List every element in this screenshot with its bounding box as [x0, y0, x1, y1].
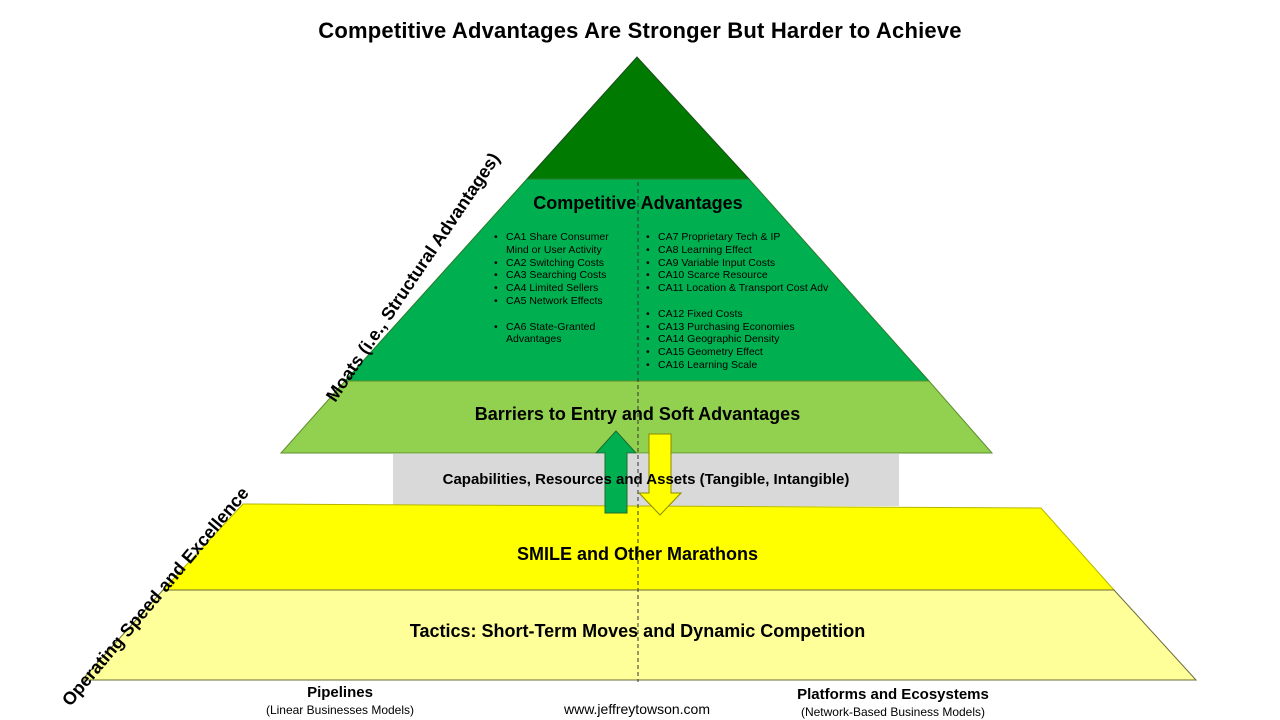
ca-list-right: CA7 Proprietary Tech & IP CA8 Learning E…	[646, 231, 846, 372]
ca-item: CA14 Geographic Density	[646, 333, 846, 346]
ca-item: CA6 State-Granted Advantages	[494, 321, 624, 347]
pipelines-subtitle: (Linear Businesses Models)	[265, 703, 415, 717]
page-title: Competitive Advantages Are Stronger But …	[318, 18, 962, 43]
platforms-title: Platforms and Ecosystems	[797, 686, 989, 703]
pyramid-apex	[525, 56, 751, 180]
capabilities-label: Capabilities, Resources and Assets (Tang…	[442, 471, 850, 488]
down-arrow	[637, 433, 683, 516]
ca-item: CA9 Variable Input Costs	[646, 257, 846, 270]
ca-item: CA16 Learning Scale	[646, 359, 846, 372]
tactics-label: Tactics: Short-Term Moves and Dynamic Co…	[409, 621, 866, 641]
pipelines-title: Pipelines	[307, 684, 373, 701]
ca-item: CA12 Fixed Costs	[646, 308, 846, 321]
ca-item: CA15 Geometry Effect	[646, 346, 846, 359]
ca-list-left: CA1 Share Consumer Mind or User Activity…	[494, 231, 624, 346]
competitive-advantages-heading: Competitive Advantages	[533, 193, 743, 213]
platforms-subtitle: (Network-Based Business Models)	[800, 705, 986, 719]
ca-item: CA5 Network Effects	[494, 295, 624, 308]
ca-item: CA11 Location & Transport Cost Adv	[646, 282, 846, 295]
ca-item: CA7 Proprietary Tech & IP	[646, 231, 846, 244]
up-arrow	[594, 430, 638, 514]
ca-item: CA10 Scarce Resource	[646, 269, 846, 282]
ca-item: CA4 Limited Sellers	[494, 282, 624, 295]
ca-item: CA2 Switching Costs	[494, 257, 624, 270]
tactics-layer	[80, 589, 1198, 681]
ca-item: CA13 Purchasing Economies	[646, 321, 846, 334]
ca-item: CA8 Learning Effect	[646, 244, 846, 257]
ca-item: CA1 Share Consumer Mind or User Activity	[494, 231, 624, 257]
smile-label: SMILE and Other Marathons	[516, 544, 759, 564]
barriers-layer	[279, 380, 994, 454]
website-url: www.jeffreytowson.com	[563, 701, 710, 717]
barriers-label: Barriers to Entry and Soft Advantages	[474, 404, 801, 424]
ca-item: CA3 Searching Costs	[494, 269, 624, 282]
